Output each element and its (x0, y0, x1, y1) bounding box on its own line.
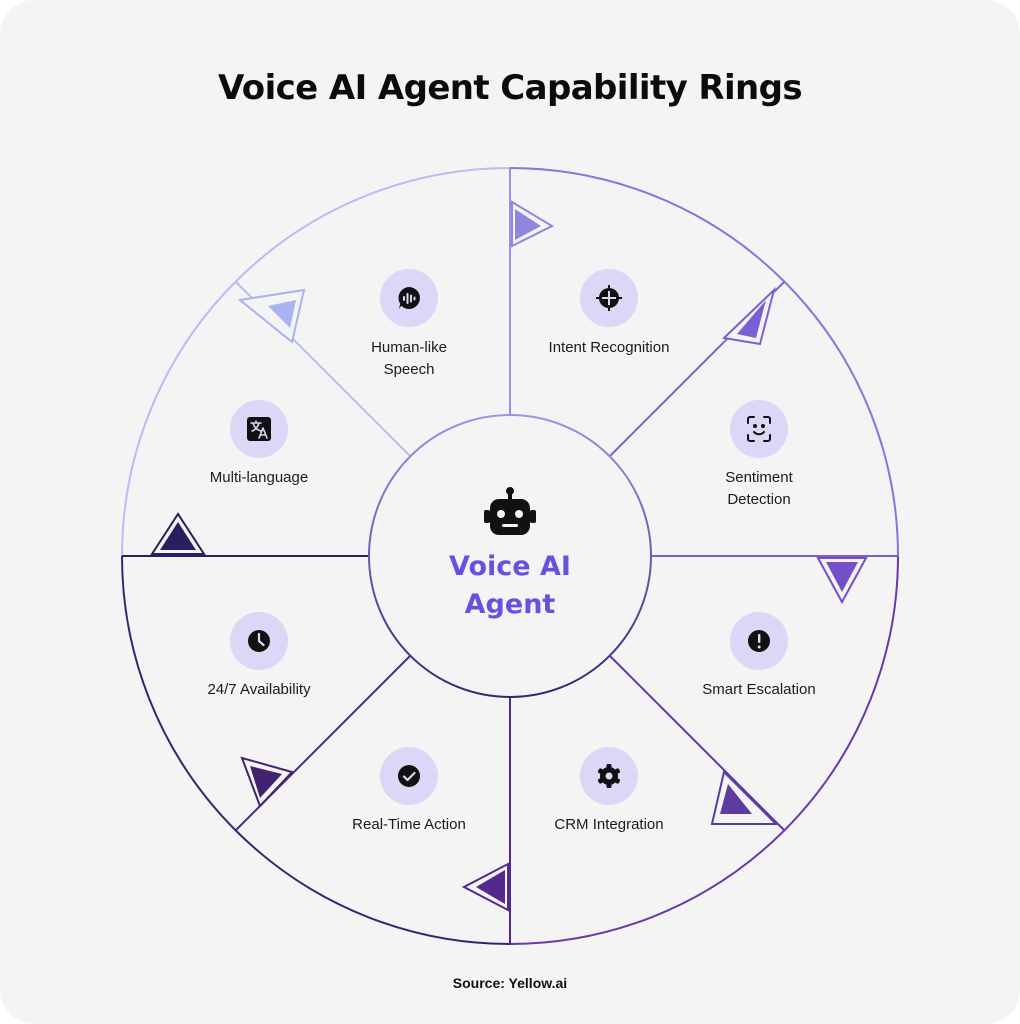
segment-label-line: Real-Time Action (352, 816, 466, 833)
segment-label-line: Speech (383, 361, 435, 378)
arrow-pointer-right (816, 557, 868, 605)
segment-label-availability: 24/7 Availability (164, 679, 354, 701)
center-circle (368, 414, 652, 698)
segment-label-line: Multi-language (209, 469, 309, 486)
translate-icon (230, 400, 288, 458)
voice-wave-icon (380, 269, 438, 327)
outer-ring-arc-bottom-right (509, 555, 899, 945)
arrow-pointer-bottom (461, 862, 509, 912)
robot-icon (484, 487, 536, 535)
segment-label-intent-recognition: Intent Recognition (514, 337, 704, 359)
crosshair-icon (580, 269, 638, 327)
alert-icon (730, 612, 788, 670)
segment-label-sentiment-detection: Sentiment Detection (664, 467, 854, 511)
segment-label-human-like-speech: Human-like Speech (314, 337, 504, 381)
face-scan-icon (730, 400, 788, 458)
page-title: Voice AI Agent Capability Rings (217, 68, 803, 108)
source-credit: Source: Yellow.ai (452, 975, 568, 991)
segment-label-line: Smart Escalation (702, 681, 816, 698)
segment-label-line: CRM Integration (554, 816, 664, 833)
segment-label-line: 24/7 Availability (207, 681, 311, 698)
outer-ring-arc-top-left (121, 167, 511, 557)
segment-label-line: Sentiment (725, 469, 793, 486)
arrow-pointer-top-left (237, 288, 306, 344)
arrow-pointer-left (150, 512, 206, 555)
segment-label-line: Detection (727, 491, 791, 508)
segment-label-line: Intent Recognition (548, 339, 670, 356)
segment-label-crm-integration: CRM Integration (514, 814, 704, 836)
outer-ring-arc-bottom-left (121, 555, 511, 945)
check-icon (380, 747, 438, 805)
spoke-bottom-right (609, 655, 785, 831)
arrow-pointer-bottom-right (710, 770, 779, 825)
center-title-line-2: Agent (464, 589, 556, 620)
arrow-pointer-top-right (721, 286, 776, 346)
arrow-pointer-bottom-left (240, 756, 294, 808)
gear-icon (580, 747, 638, 805)
segment-label-line: Human-like (371, 339, 447, 356)
segment-label-real-time-action: Real-Time Action (314, 814, 504, 836)
segment-label-multi-language: Multi-language (164, 467, 354, 489)
center-title-line-1: Voice AI (449, 551, 571, 582)
segment-label-smart-escalation: Smart Escalation (664, 679, 854, 701)
arrow-pointer-top (511, 200, 555, 248)
clock-icon (230, 612, 288, 670)
outer-ring-arc-top-right (509, 167, 899, 557)
